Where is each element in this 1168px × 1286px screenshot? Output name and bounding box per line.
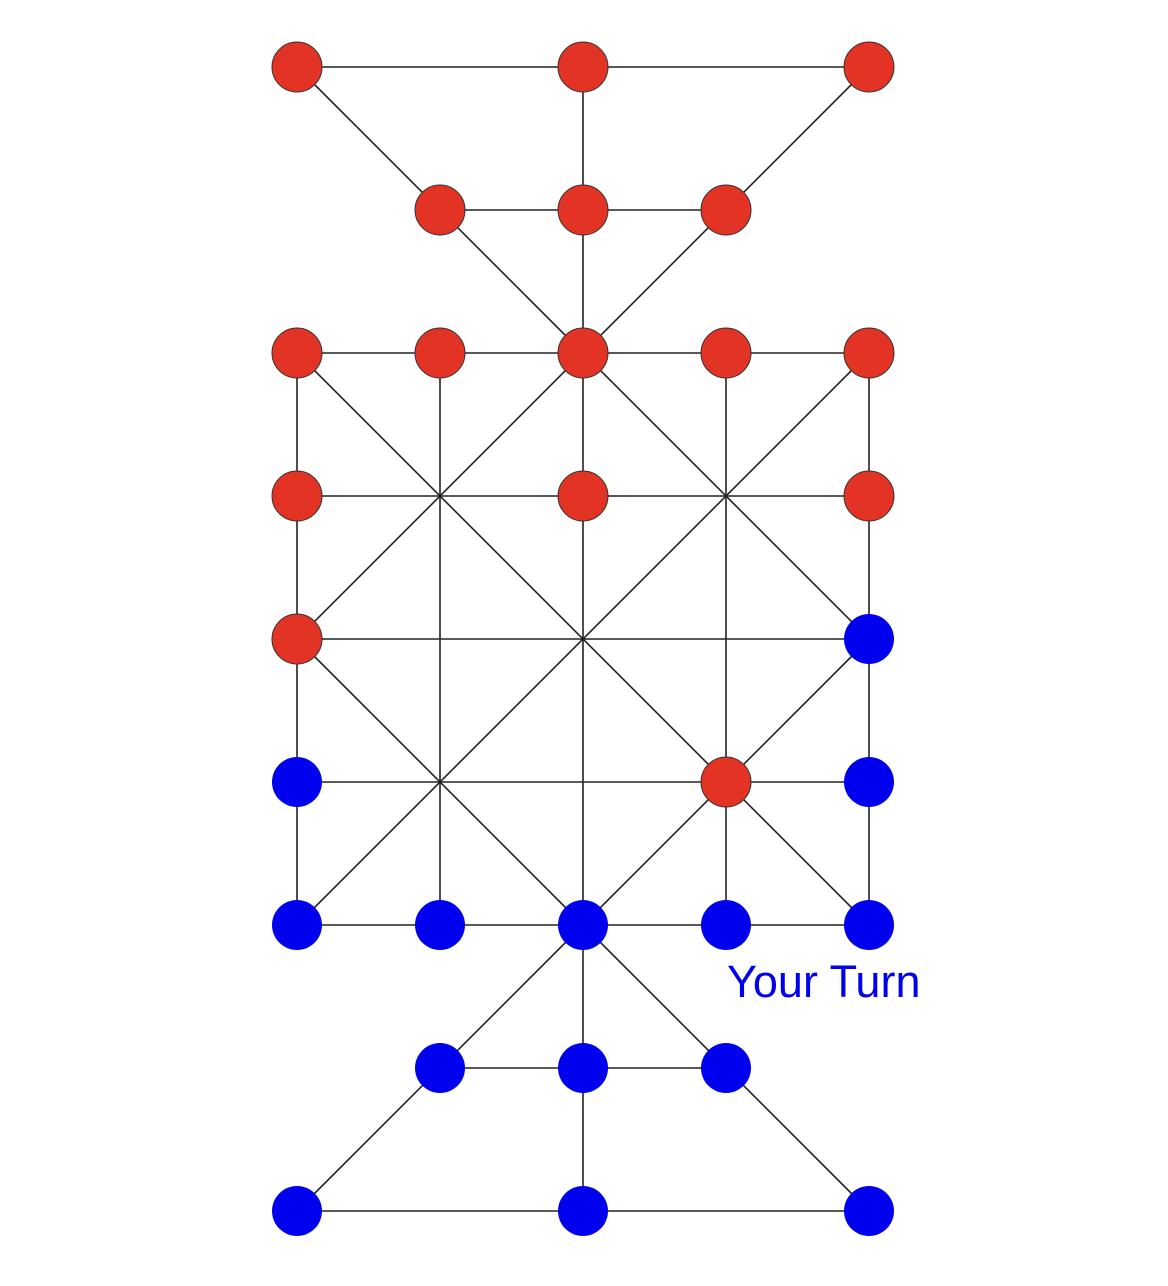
board-line [296,352,870,926]
blue-piece[interactable] [701,900,751,950]
blue-piece[interactable] [844,614,894,664]
red-piece[interactable] [271,41,323,93]
board-line [582,352,870,640]
board-line [296,638,584,926]
board-point[interactable] [712,625,740,653]
board-point[interactable] [712,482,740,510]
blue-piece[interactable] [844,1186,894,1236]
red-piece[interactable] [557,327,609,379]
blue-piece[interactable] [272,757,322,807]
board-point[interactable] [426,625,454,653]
red-piece[interactable] [557,184,609,236]
red-piece[interactable] [271,327,323,379]
blue-piece[interactable] [415,1043,465,1093]
red-piece[interactable] [700,327,752,379]
board-point[interactable] [426,482,454,510]
red-piece[interactable] [700,184,752,236]
blue-piece[interactable] [844,757,894,807]
blue-piece[interactable] [844,900,894,950]
board-line [296,352,584,640]
blue-piece[interactable] [558,900,608,950]
red-piece[interactable] [557,41,609,93]
board-pieces [271,41,895,1236]
blue-piece[interactable] [272,1186,322,1236]
board-point[interactable] [569,625,597,653]
red-piece[interactable] [843,327,895,379]
blue-piece[interactable] [272,900,322,950]
blue-piece[interactable] [558,1043,608,1093]
red-piece[interactable] [271,470,323,522]
red-piece[interactable] [271,613,323,665]
red-piece[interactable] [700,756,752,808]
blue-piece[interactable] [415,900,465,950]
blue-piece[interactable] [558,1186,608,1236]
blue-piece[interactable] [701,1043,751,1093]
board-point[interactable] [569,768,597,796]
red-piece[interactable] [843,470,895,522]
turn-indicator: Your Turn [727,956,921,1007]
red-piece[interactable] [414,184,466,236]
board-point[interactable] [426,768,454,796]
red-piece[interactable] [843,41,895,93]
red-piece[interactable] [414,327,466,379]
red-piece[interactable] [557,470,609,522]
